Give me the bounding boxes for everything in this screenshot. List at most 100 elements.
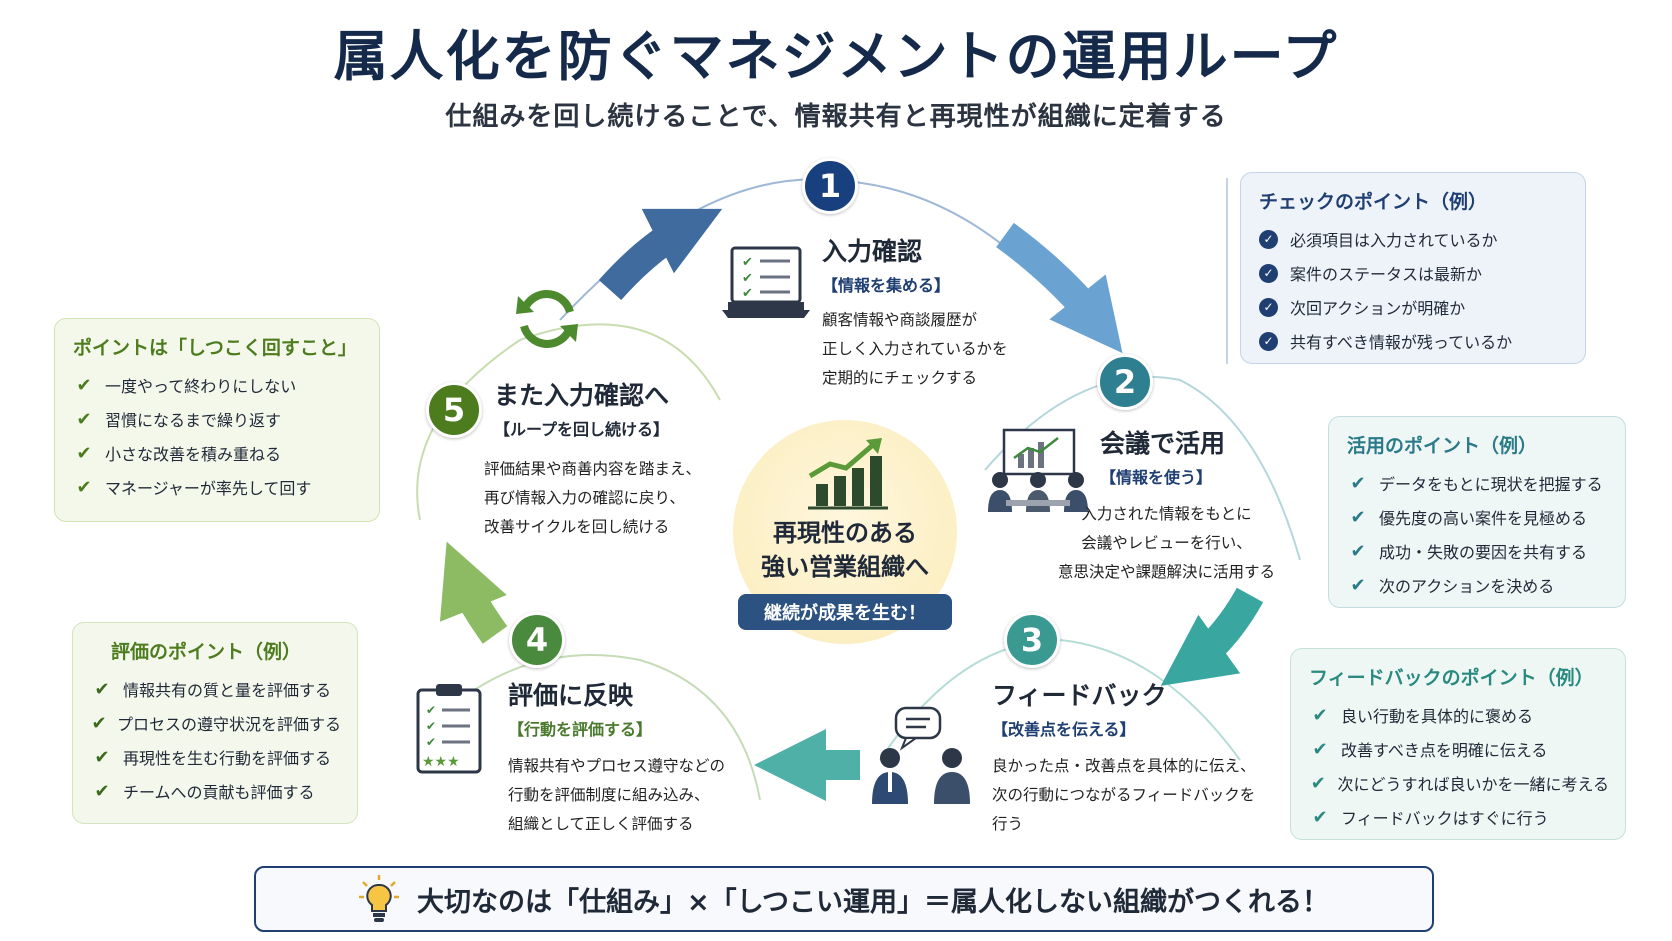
- step-3-subtitle: 【改善点を伝える】: [992, 720, 1136, 739]
- center-message: 再現性のある 強い営業組織へ: [700, 516, 990, 584]
- check-circle-icon: ✓: [1259, 263, 1278, 283]
- use-points-panel: 活用のポイント（例） ✔データをもとに現状を把握する ✔優先度の高い案件を見極め…: [1328, 416, 1626, 608]
- step-4-body: 情報共有やプロセス遵守などの 行動を評価制度に組み込み、 組織として正しく評価す…: [508, 757, 726, 833]
- footer-message: 大切なのは「仕組み」×「しつこい運用」＝属人化しない組織がつくれる！: [416, 886, 1329, 918]
- ring-arc-right: [984, 376, 1301, 561]
- check-icon: ✔: [94, 678, 110, 700]
- check-icon: ✔: [94, 746, 110, 768]
- step-2-body: 入力された情報をもとに 会議やレビューを行い、 意思決定や課題解決に活用する: [1058, 505, 1276, 581]
- laptop-checklist-icon: ✔ ✔ ✔: [722, 246, 810, 318]
- check-point-item: ✓共有すべき情報が残っているか: [1259, 324, 1569, 358]
- step-1-body: 顧客情報や商談履歴が 正しく入力されているかを 定期的にチェックする: [822, 311, 1008, 387]
- loop-point-item: ✔一度やって終わりにしない: [73, 368, 363, 402]
- growth-chart-icon: [808, 438, 888, 510]
- loop-points-panel: ポイントは「しつこく回すこと」 ✔一度やって終わりにしない ✔習慣になるまで繰り…: [54, 318, 380, 522]
- loop-points-title: ポイントは「しつこく回すこと」: [73, 337, 357, 359]
- feedback-point-item: ✔フィードバックはすぐに行う: [1309, 800, 1609, 834]
- feedback-point-item: ✔改善すべき点を明確に伝える: [1309, 732, 1609, 766]
- svg-text:✔: ✔: [426, 719, 436, 733]
- check-icon: ✔: [1350, 472, 1366, 494]
- step-1-subtitle: 【情報を集める】: [822, 276, 951, 295]
- use-point-item: ✔優先度の高い案件を見極める: [1347, 500, 1609, 534]
- step-3-title: フィードバック: [992, 681, 1167, 710]
- step-5-number: 5: [426, 382, 482, 438]
- check-panel-divider: [1226, 178, 1228, 364]
- svg-text:✔: ✔: [426, 703, 436, 717]
- clipboard-stars-icon: ✔ ✔ ✔ ★★★: [416, 684, 482, 774]
- step-1-title: 入力確認: [822, 237, 923, 266]
- page-title: 属人化を防ぐマネジメントの運用ループ: [333, 25, 1339, 88]
- arrow-2-to-3: [1160, 587, 1264, 686]
- check-icon: ✔: [1312, 738, 1328, 760]
- use-point-item: ✔データをもとに現状を把握する: [1347, 466, 1609, 500]
- use-point-item: ✔成功・失敗の要因を共有する: [1347, 534, 1609, 568]
- step-5-title: また入力確認へ: [494, 381, 670, 410]
- arrow-5-to-1: [598, 208, 723, 301]
- check-icon: ✔: [1350, 506, 1366, 528]
- check-icon: ✔: [76, 442, 92, 464]
- refresh-cycle-icon: [516, 290, 578, 348]
- conversation-icon: [872, 706, 970, 804]
- center-line-1: 再現性のある: [773, 519, 917, 547]
- use-point-item: ✔次のアクションを決める: [1347, 568, 1609, 602]
- check-circle-icon: ✓: [1259, 297, 1278, 317]
- evaluation-points-panel: 評価のポイント（例） ✔情報共有の質と量を評価する ✔プロセスの遵守状況を評価す…: [72, 622, 358, 824]
- step-3-body: 良かった点・改善点を具体的に伝え、 次の行動につながるフィードバックを 行う: [992, 757, 1256, 833]
- loop-point-item: ✔マネージャーが率先して回す: [73, 470, 363, 504]
- step-2-number: 2: [1097, 354, 1153, 410]
- step-2-subtitle: 【情報を使う】: [1100, 468, 1213, 487]
- ring-arc-lower-left: [459, 654, 761, 801]
- ring-arc-lower-right: [879, 638, 1241, 761]
- loop-point-item: ✔小さな改善を積み重ねる: [73, 436, 363, 470]
- check-icon: ✔: [76, 408, 92, 430]
- arrow-4-to-5: [439, 541, 508, 644]
- feedback-point-item: ✔良い行動を具体的に褒める: [1309, 698, 1609, 732]
- check-icon: ✔: [1312, 806, 1328, 828]
- feedback-points-panel: フィードバックのポイント（例） ✔良い行動を具体的に褒める ✔改善すべき点を明確…: [1290, 648, 1626, 840]
- check-points-panel: チェックのポイント（例） ✓必須項目は入力されているか ✓案件のステータスは最新…: [1240, 172, 1586, 364]
- check-icon: ✔: [1350, 574, 1366, 596]
- footer-message-bar: 大切なのは「仕組み」×「しつこい運用」＝属人化しない組織がつくれる！: [254, 866, 1434, 932]
- check-point-item: ✓必須項目は入力されているか: [1259, 222, 1569, 256]
- check-icon: ✔: [76, 476, 92, 498]
- check-point-item: ✓次回アクションが明確か: [1259, 290, 1569, 324]
- center-badge: 継続が成果を生む！: [738, 594, 952, 630]
- svg-text:★★★: ★★★: [422, 754, 460, 770]
- use-points-title: 活用のポイント（例）: [1347, 435, 1538, 457]
- evaluation-point-item: ✔プロセスの遵守状況を評価する: [91, 712, 341, 735]
- svg-text:✔: ✔: [742, 286, 753, 301]
- ring-arc-left: [416, 323, 721, 521]
- step-4-title: 評価に反映: [508, 681, 634, 710]
- step-1-number: 1: [802, 158, 858, 214]
- check-icon: ✔: [1310, 772, 1326, 794]
- arrow-1-to-2: [996, 222, 1123, 354]
- svg-text:✔: ✔: [426, 735, 436, 749]
- meeting-icon: [988, 428, 1088, 512]
- check-icon: ✔: [76, 374, 92, 396]
- feedback-point-item: ✔次にどうすれば良いかを一緒に考える: [1310, 772, 1609, 795]
- check-icon: ✔: [94, 780, 110, 802]
- check-icon: ✔: [1312, 704, 1328, 726]
- loop-point-item: ✔習慣になるまで繰り返す: [73, 402, 363, 436]
- check-icon: ✔: [91, 712, 107, 734]
- check-point-item: ✓案件のステータスは最新か: [1259, 256, 1569, 290]
- evaluation-points-title: 評価のポイント（例）: [111, 641, 302, 663]
- check-circle-icon: ✓: [1259, 331, 1278, 351]
- step-3-number: 3: [1004, 612, 1060, 668]
- page-subtitle: 仕組みを回し続けることで、情報共有と再現性が組織に定着する: [445, 102, 1227, 132]
- step-5-body: 評価結果や商善内容を踏まえ、 再び情報入力の確認に戻り、 改善サイクルを回し続け…: [484, 460, 702, 536]
- check-icon: ✔: [1350, 540, 1366, 562]
- svg-text:✔: ✔: [742, 271, 753, 286]
- step-4-number: 4: [509, 612, 565, 668]
- lightbulb-icon: [358, 875, 399, 922]
- evaluation-point-item: ✔情報共有の質と量を評価する: [91, 672, 341, 706]
- feedback-points-title: フィードバックのポイント（例）: [1309, 667, 1594, 689]
- step-2-title: 会議で活用: [1100, 429, 1226, 458]
- check-points-title: チェックのポイント（例）: [1259, 191, 1488, 213]
- step-4-subtitle: 【行動を評価する】: [508, 720, 653, 739]
- evaluation-point-item: ✔チームへの貢献も評価する: [91, 774, 341, 808]
- check-circle-icon: ✓: [1259, 229, 1278, 249]
- center-line-2: 強い営業組織へ: [761, 553, 929, 581]
- step-5-subtitle: 【ループを回し続ける】: [494, 420, 670, 439]
